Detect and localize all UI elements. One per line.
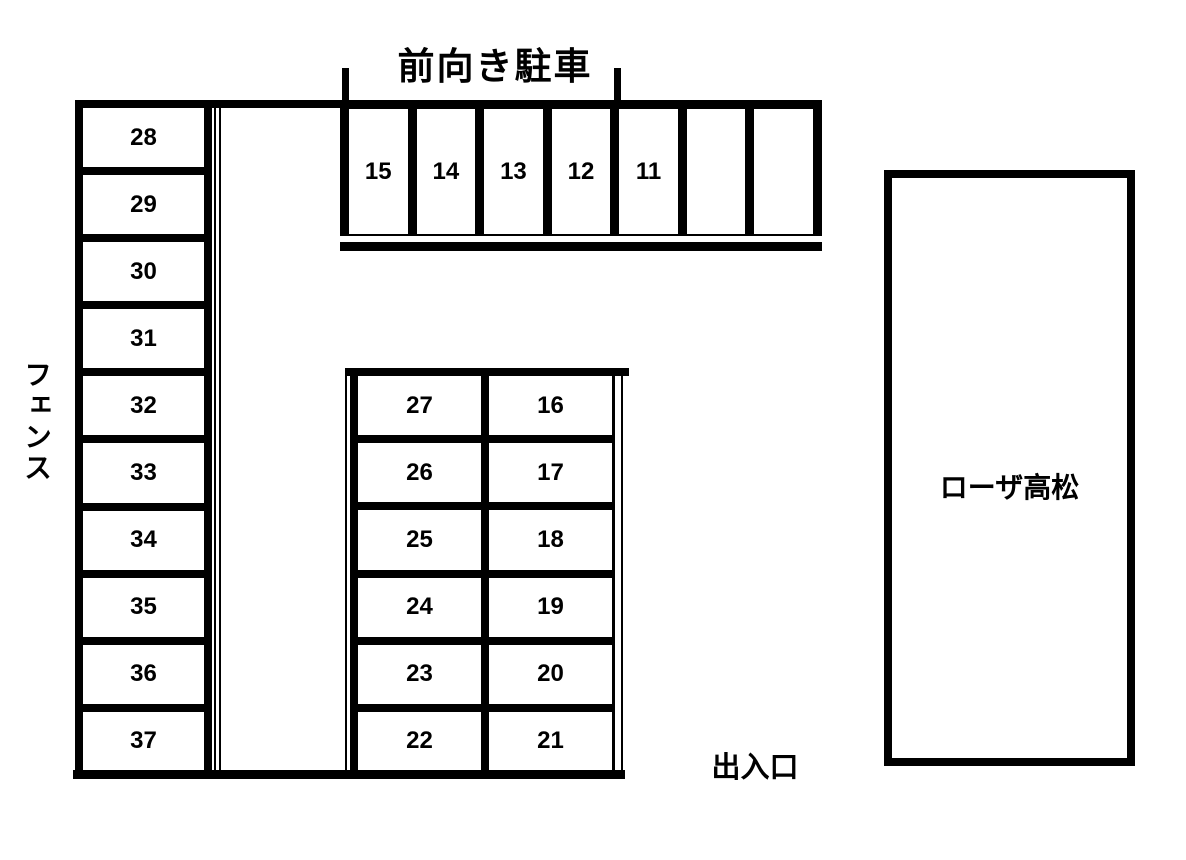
stall-15: 15 (349, 109, 408, 234)
unnumbered-stall-1 (686, 109, 746, 234)
unnumbered-stall-2 (754, 109, 813, 234)
stall-34: 34 (83, 510, 204, 570)
stall-36: 36 (83, 644, 204, 704)
lane-divider-line-inner (219, 100, 221, 779)
stall-31: 31 (83, 309, 204, 369)
stall-19: 19 (489, 577, 612, 637)
stall-27: 27 (358, 376, 481, 436)
stall-20: 20 (489, 644, 612, 704)
building-label: ローザ高松 (939, 472, 1080, 503)
stall-26: 26 (358, 443, 481, 503)
stall-25: 25 (358, 510, 481, 570)
stall-17: 17 (489, 443, 612, 503)
top-row-outer-line (340, 242, 822, 251)
stall-33: 33 (83, 443, 204, 503)
stall-23: 23 (358, 644, 481, 704)
stall-14: 14 (416, 109, 476, 234)
front-parking-tick-right (614, 68, 621, 108)
entrance-exit-label: 出入口 (711, 752, 799, 784)
building-rosa-takamatsu: ローザ高松 (884, 170, 1135, 766)
middle-block-right-line (621, 368, 623, 779)
left-stall-column: 28 29 30 31 32 33 34 35 36 37 (75, 100, 212, 779)
stall-28: 28 (83, 108, 204, 168)
stall-35: 35 (83, 577, 204, 637)
stall-37: 37 (83, 711, 204, 771)
front-parking-tick-left (342, 68, 349, 108)
stall-30: 30 (83, 242, 204, 302)
bottom-boundary-line (73, 770, 625, 779)
stall-21: 21 (489, 711, 612, 771)
stall-29: 29 (83, 175, 204, 235)
stall-11: 11 (619, 109, 678, 234)
stall-13: 13 (484, 109, 543, 234)
stall-32: 32 (83, 376, 204, 436)
middle-block-left-line (345, 368, 347, 779)
top-stall-row: 15 14 13 12 11 (340, 100, 822, 236)
stall-22: 22 (358, 711, 481, 771)
lane-divider-line-outer (214, 100, 216, 779)
front-facing-parking-title: 前向き駐車 (397, 46, 593, 87)
stall-12: 12 (551, 109, 611, 234)
middle-stall-block: 27 16 26 17 25 18 24 19 23 20 22 21 (350, 368, 615, 779)
stall-24: 24 (358, 577, 481, 637)
fence-label: フェンス (21, 360, 52, 484)
stall-16: 16 (489, 376, 612, 436)
stall-18: 18 (489, 510, 612, 570)
